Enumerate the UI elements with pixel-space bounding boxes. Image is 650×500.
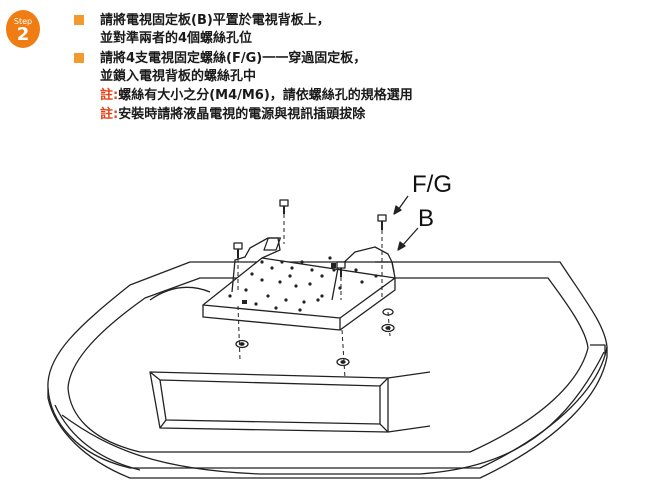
note-unplug: 註:安裝時請將液晶電視的電源與視訊插頭拔除 — [100, 105, 634, 124]
instruction-item-2: 請將4支電視固定螺絲(F/G)一一穿過固定板， 並鎖入電視背板的螺絲孔中 註:螺… — [74, 50, 634, 124]
instruction-text: 請將電視固定板(B)平置於電視背板上， 並對準兩者的4個螺絲孔位 請將4支電視固… — [74, 12, 634, 126]
note-tag: 註: — [100, 88, 119, 103]
note-text: 螺絲有大小之分(M4/M6)，請依螺絲孔的規格選用 — [118, 88, 413, 103]
screw-icon — [336, 261, 346, 277]
alignment-guide-lines — [237, 214, 391, 379]
screw-icon — [233, 242, 243, 258]
callout-arrows — [393, 195, 419, 251]
tv-screw-holes — [235, 308, 395, 367]
step-number: 2 — [16, 23, 30, 45]
step-label: Step — [13, 16, 33, 26]
instruction-line: 並對準兩者的4個螺絲孔位 — [100, 31, 253, 46]
tv-mount-diagram: F/G B — [47, 171, 608, 479]
tv-back-slot — [149, 371, 431, 433]
instruction-line: 請將4支電視固定螺絲(F/G)一一穿過固定板， — [100, 51, 367, 66]
callout-label-screws: F/G — [412, 171, 452, 198]
step-badge: Step 2 — [6, 10, 40, 48]
note-text: 安裝時請將液晶電視的電源與視訊插頭拔除 — [118, 107, 366, 122]
orange-square-bullet-icon — [74, 53, 84, 63]
instruction-item-1: 請將電視固定板(B)平置於電視背板上， 並對準兩者的4個螺絲孔位 — [74, 12, 634, 48]
callout-label-plate: B — [418, 205, 434, 232]
orange-square-bullet-icon — [74, 15, 84, 25]
instruction-line: 並鎖入電視背板的螺絲孔中 — [100, 69, 257, 84]
note-screw-size: 註:螺絲有大小之分(M4/M6)，請依螺絲孔的規格選用 — [100, 86, 634, 105]
note-tag: 註: — [100, 107, 119, 122]
plate-hole-pattern — [228, 256, 378, 312]
instruction-line: 請將電視固定板(B)平置於電視背板上， — [100, 13, 330, 28]
screw-icon — [377, 214, 387, 230]
tv-back-ridge — [149, 286, 211, 301]
screw-icon — [279, 199, 289, 214]
